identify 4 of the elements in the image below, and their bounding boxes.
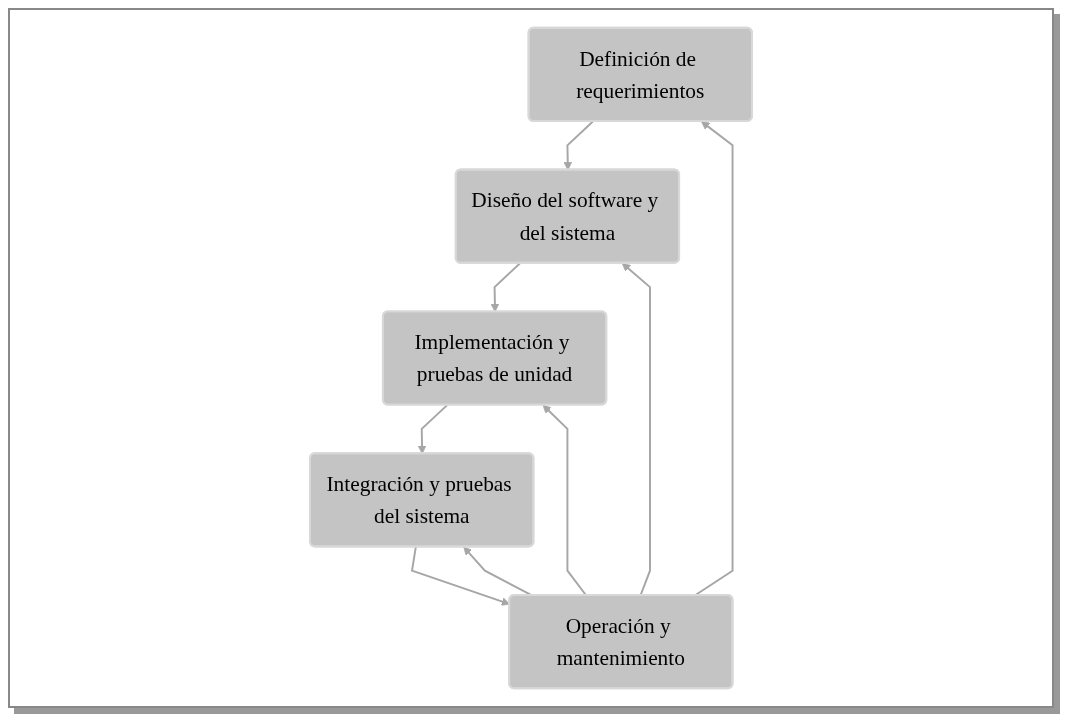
arrow: [417, 404, 449, 455]
arrow: [563, 120, 594, 171]
arrow: [490, 262, 521, 313]
arrow: [410, 545, 510, 606]
